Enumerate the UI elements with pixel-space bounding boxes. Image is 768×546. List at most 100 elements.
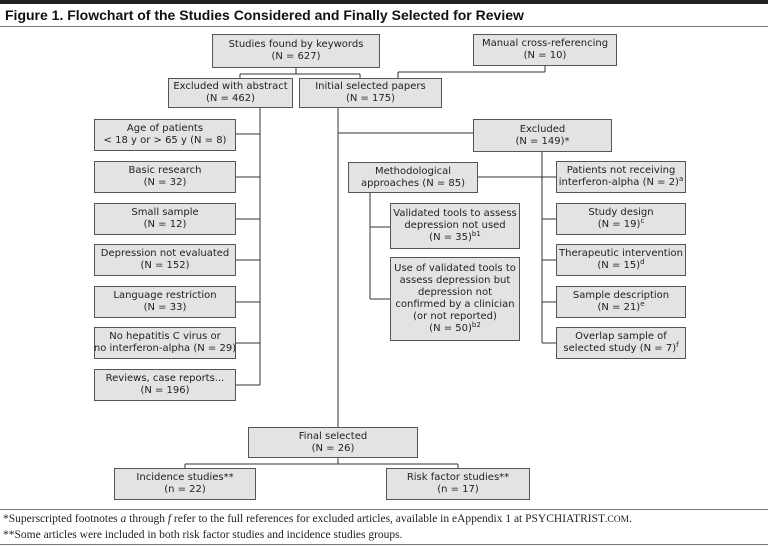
footnote-site: PSYCHIATRIST (525, 513, 606, 525)
box-count: (N = 35) (429, 232, 472, 243)
footnote-ref: b1 (471, 230, 481, 238)
box-line: (N = 35)b1 (429, 230, 481, 244)
box-use-of-validated-tools: Use of validated tools to assess depress… (390, 257, 520, 341)
footnote-ref: c (640, 217, 645, 225)
box-studies-found: Studies found by keywords (N = 627) (212, 34, 380, 68)
box-initial-selected-papers: Initial selected papers (N = 175) (299, 78, 442, 108)
box-final-selected: Final selected (N = 26) (248, 427, 418, 458)
box-line: (N = 196) (140, 385, 190, 396)
box-count: (N = 21) (597, 302, 641, 313)
box-line: selected study (N = 7)f (563, 341, 679, 355)
box-manual-cross-referencing: Manual cross-referencing (N = 10) (473, 34, 617, 66)
footnote-ref: f (676, 341, 679, 349)
box-line: Excluded (519, 123, 566, 135)
box-line: depression not used (404, 220, 506, 231)
box-count: selected study (N = 7) (563, 343, 677, 354)
box-sample-description: Sample description (N = 21)e (556, 286, 686, 318)
box-line: (or not reported) (413, 311, 497, 322)
footnote-site-suffix: .COM (605, 515, 630, 525)
footnote-text: *Superscripted footnotes (3, 513, 121, 525)
box-line: Small sample (131, 207, 199, 218)
box-risk-factor-studies: Risk factor studies** (n = 17) (386, 468, 530, 500)
box-line: Reviews, case reports... (105, 373, 225, 384)
box-line: Sample description (572, 290, 670, 301)
box-line: Initial selected papers (315, 81, 426, 92)
box-line: (N = 19)c (597, 217, 645, 231)
footnote-text: f (167, 513, 172, 525)
box-line: (N = 10) (523, 50, 567, 61)
box-line: Manual cross-referencing (481, 38, 609, 49)
footnote-rule (0, 509, 768, 510)
box-overlap-sample: Overlap sample of selected study (N = 7)… (556, 327, 686, 359)
box-line: (N = 12) (143, 219, 187, 230)
bottom-rule (0, 544, 768, 545)
box-line: (N = 149)* (515, 135, 570, 147)
box-line: depression not (417, 287, 493, 298)
box-line: Excluded with abstract (173, 81, 288, 92)
box-line: interferon-alpha (N = 2)a (558, 175, 684, 189)
footnote-1: *Superscripted footnotes a through f ref… (3, 513, 632, 525)
box-line: (N = 21)e (597, 300, 645, 314)
box-count: interferon-alpha (N = 2) (558, 177, 679, 188)
footnote-text: a (120, 513, 127, 525)
box-excluded: Excluded (N = 149)* (473, 119, 612, 152)
footnote-ref: d (640, 258, 645, 266)
box-line: Risk factor studies** (406, 472, 510, 483)
box-line: Incidence studies** (136, 472, 234, 483)
box-line: (N = 152) (140, 260, 190, 271)
box-line: (N = 50)b2 (429, 321, 481, 335)
box-line: Basic research (128, 165, 202, 176)
box-line: approaches (N = 85) (360, 177, 466, 189)
box-line: Depression not evaluated (100, 248, 230, 259)
box-no-hepatitis-c: No hepatitis C virus or no interferon-al… (94, 327, 236, 359)
box-line: (N = 627) (271, 51, 321, 62)
figure-title: Figure 1. Flowchart of the Studies Consi… (5, 7, 524, 23)
box-patients-not-receiving: Patients not receiving interferon-alpha … (556, 161, 686, 193)
box-age-of-patients: Age of patients < 18 y or > 65 y (N = 8) (94, 119, 236, 151)
box-line: Study design (588, 207, 654, 218)
box-line: Studies found by keywords (228, 39, 364, 50)
box-study-design: Study design (N = 19)c (556, 203, 686, 235)
box-line: Age of patients (126, 123, 204, 134)
box-line: Language restriction (113, 290, 217, 301)
box-therapeutic-intervention: Therapeutic intervention (N = 15)d (556, 244, 686, 276)
box-line: (N = 175) (345, 93, 396, 104)
title-rule (0, 26, 768, 27)
footnote-text: refer to the full references for exclude… (171, 513, 526, 525)
box-incidence-studies: Incidence studies** (n = 22) (114, 468, 256, 500)
box-count: (N = 50) (429, 323, 472, 334)
box-basic-research: Basic research (N = 32) (94, 161, 236, 193)
box-language-restriction: Language restriction (N = 33) (94, 286, 236, 318)
box-line: < 18 y or > 65 y (N = 8) (103, 135, 227, 146)
box-line: Therapeutic intervention (559, 248, 683, 259)
box-line: no interferon-alpha (N = 29) (93, 343, 237, 354)
footnote-2: **Some articles were included in both ri… (3, 529, 403, 541)
box-small-sample: Small sample (N = 12) (94, 203, 236, 235)
box-line: (N = 26) (311, 442, 355, 454)
box-reviews-case-reports: Reviews, case reports... (N = 196) (94, 369, 236, 401)
box-excluded-with-abstract: Excluded with abstract (N = 462) (168, 78, 293, 108)
box-line: (n = 17) (437, 484, 479, 495)
box-line: Validated tools to assess (393, 208, 517, 219)
box-count: (N = 15) (597, 260, 641, 271)
box-line: No hepatitis C virus or (109, 331, 221, 342)
box-depression-not-evaluated: Depression not evaluated (N = 152) (94, 244, 236, 276)
box-line: Final selected (298, 430, 368, 442)
footnote-ref: b2 (471, 321, 481, 329)
box-line: Methodological (374, 165, 452, 177)
box-line: (n = 22) (164, 484, 206, 495)
box-validated-tools-not-used: Validated tools to assess depression not… (390, 203, 520, 249)
box-count: (N = 19) (597, 219, 641, 230)
box-line: assess depression but (399, 275, 511, 286)
box-line: confirmed by a clinician (395, 299, 515, 310)
footnote-text: through (126, 513, 168, 525)
box-line: Overlap sample of (575, 331, 667, 342)
box-line: (N = 15)d (597, 258, 645, 272)
box-line: (N = 33) (143, 302, 187, 313)
box-line: (N = 462) (205, 93, 256, 104)
footnote-ref: a (678, 175, 684, 183)
footnote-text: . (629, 513, 632, 525)
box-methodological-approaches: Methodological approaches (N = 85) (348, 162, 478, 193)
footnote-ref: e (640, 300, 645, 308)
